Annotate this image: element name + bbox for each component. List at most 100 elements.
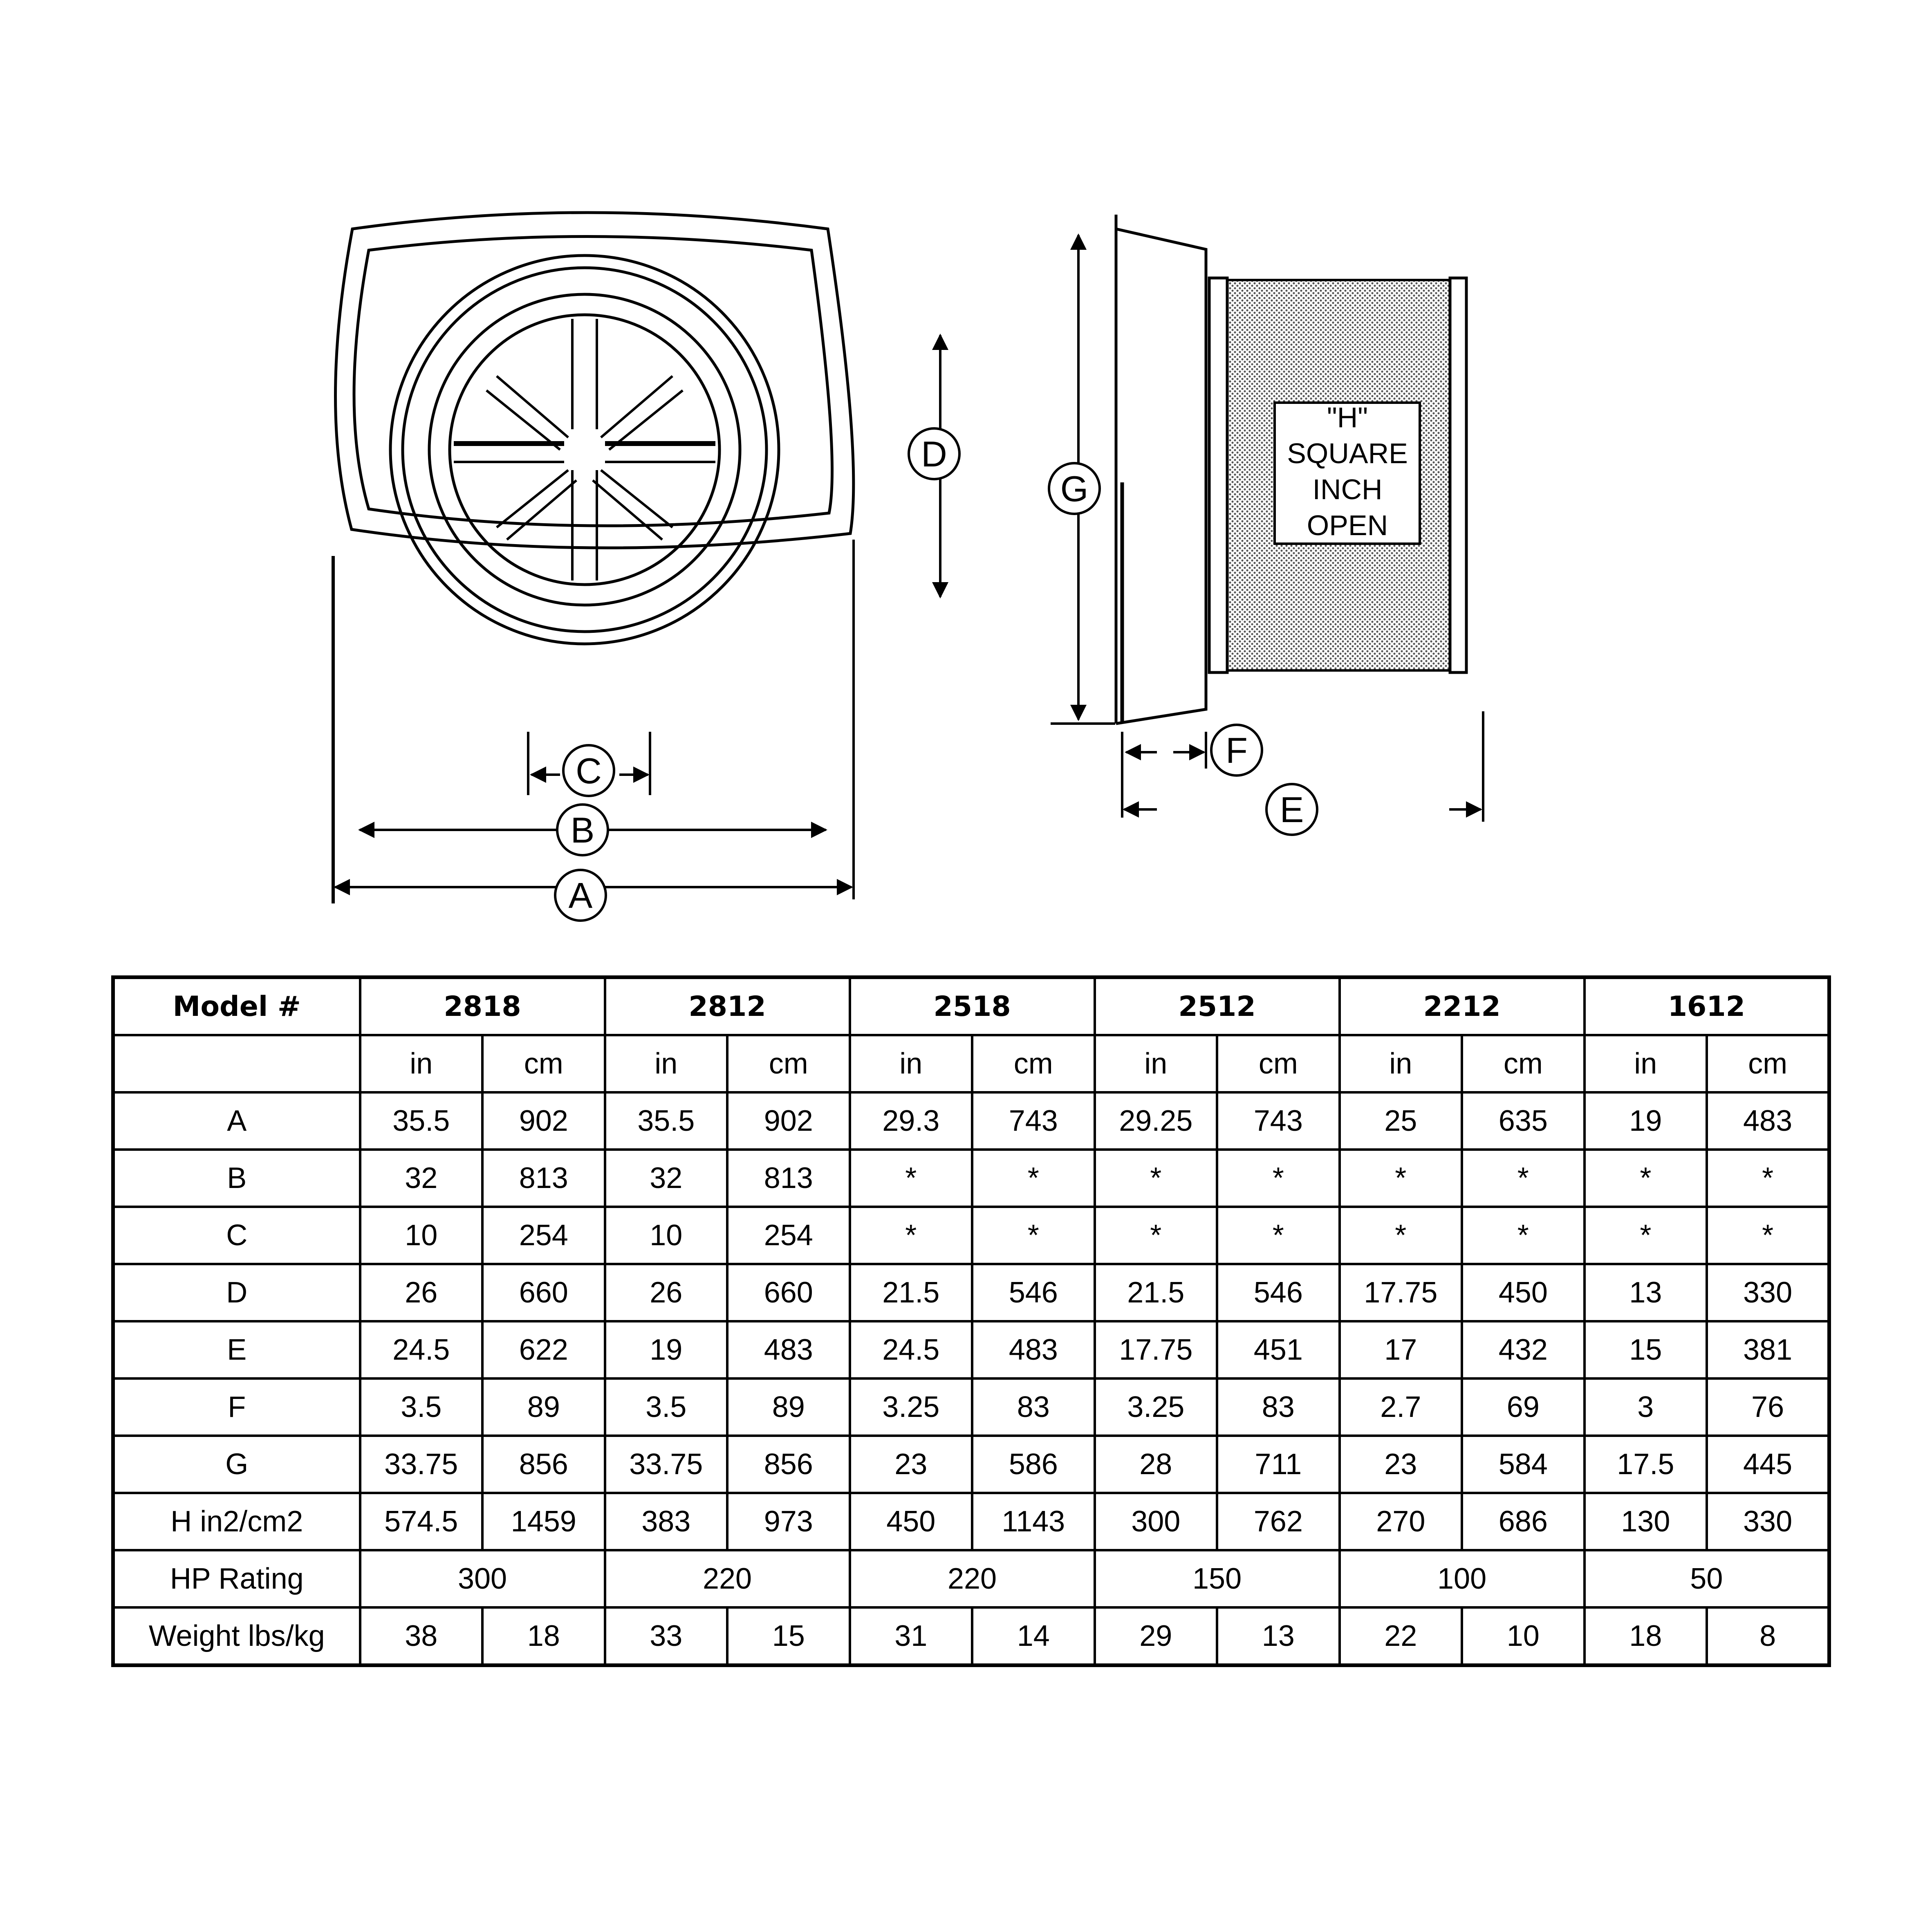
- open-area-text: "H" SQUARE INCH OPEN: [1287, 401, 1408, 541]
- weight-cell: 10: [1461, 1606, 1586, 1667]
- table-cell: 19: [603, 1320, 729, 1380]
- table-cell: 2.7: [1338, 1377, 1464, 1437]
- table-cell: *: [848, 1206, 974, 1265]
- outer-ring: [389, 254, 780, 645]
- table-cell: 686: [1461, 1492, 1586, 1551]
- wheel-rim-inner: [448, 313, 721, 586]
- table-cell: *: [1706, 1148, 1831, 1208]
- table-cell: 83: [971, 1377, 1096, 1437]
- table-cell: 973: [726, 1492, 851, 1551]
- model-header-label: Model #: [112, 976, 361, 1036]
- table-cell: 13: [1583, 1263, 1708, 1322]
- open-area-box: [1273, 401, 1421, 545]
- table-cell: 83: [1216, 1377, 1341, 1437]
- table-cell: 813: [726, 1148, 851, 1208]
- weight-cell: 22: [1338, 1606, 1464, 1667]
- unit-cell-in: in: [1583, 1034, 1708, 1094]
- table-cell: 29.3: [848, 1091, 974, 1151]
- table-cell: 3: [1583, 1377, 1708, 1437]
- unit-cell-in: in: [1338, 1034, 1464, 1094]
- model-header-2818: 2818: [359, 976, 606, 1036]
- table-cell: 17: [1338, 1320, 1464, 1380]
- table-cell: 381: [1706, 1320, 1831, 1380]
- dim-label-e: E: [1280, 789, 1304, 830]
- dim-label-g: G: [1060, 468, 1088, 509]
- table-cell: 254: [481, 1206, 606, 1265]
- table-cell: 69: [1461, 1377, 1586, 1437]
- unit-cell-in: in: [848, 1034, 974, 1094]
- row-label: A: [112, 1091, 361, 1151]
- table-cell: 3.25: [848, 1377, 974, 1437]
- table-cell: 330: [1706, 1263, 1831, 1322]
- table-cell: *: [971, 1148, 1096, 1208]
- table-cell: 660: [481, 1263, 606, 1322]
- table-cell: 546: [971, 1263, 1096, 1322]
- unit-cell-cm: cm: [726, 1034, 851, 1094]
- table-cell: 856: [481, 1434, 606, 1494]
- unit-cell-cm: cm: [1216, 1034, 1341, 1094]
- table-cell: *: [1706, 1206, 1831, 1265]
- front-outer-frame: [334, 211, 855, 549]
- dim-label-d: D: [921, 434, 947, 474]
- table-cell: 15: [1583, 1320, 1708, 1380]
- table-cell: 330: [1706, 1492, 1831, 1551]
- weight-cell: 8: [1706, 1606, 1831, 1667]
- table-cell: 89: [481, 1377, 606, 1437]
- front-view: [332, 211, 855, 903]
- model-header-2518: 2518: [848, 976, 1096, 1036]
- table-cell: 743: [971, 1091, 1096, 1151]
- dim-label-f: F: [1226, 730, 1248, 771]
- row-label: B: [112, 1148, 361, 1208]
- table-cell: 300: [1093, 1492, 1219, 1551]
- dim-label-b: B: [571, 810, 595, 850]
- table-cell: *: [1338, 1206, 1464, 1265]
- model-header-2212: 2212: [1338, 976, 1586, 1036]
- table-cell: 3.25: [1093, 1377, 1219, 1437]
- dim-label-c: C: [576, 751, 602, 791]
- row-label: G: [112, 1434, 361, 1494]
- table-cell: 383: [603, 1492, 729, 1551]
- table-cell: 445: [1706, 1434, 1831, 1494]
- table-cell: 432: [1461, 1320, 1586, 1380]
- unit-cell-cm: cm: [1706, 1034, 1831, 1094]
- front-inner-frame: [352, 235, 834, 527]
- weight-cell: 18: [481, 1606, 606, 1667]
- table-cell: *: [1583, 1148, 1708, 1208]
- weight-cell: 13: [1216, 1606, 1341, 1667]
- table-cell: 19: [1583, 1091, 1708, 1151]
- table-cell: *: [848, 1148, 974, 1208]
- table-cell: 483: [971, 1320, 1096, 1380]
- weight-cell: 38: [359, 1606, 484, 1667]
- table-cell: 21.5: [848, 1263, 974, 1322]
- table-cell: 660: [726, 1263, 851, 1322]
- unit-cell-in: in: [1093, 1034, 1219, 1094]
- row-label: C: [112, 1206, 361, 1265]
- unit-cell-cm: cm: [481, 1034, 606, 1094]
- front-dimension-labels: A B C D: [554, 427, 961, 922]
- table-cell: *: [1338, 1148, 1464, 1208]
- table-cell: 450: [1461, 1263, 1586, 1322]
- weight-cell: 31: [848, 1606, 974, 1667]
- side-dimension-labels: G F E: [1048, 462, 1318, 836]
- table-cell: 24.5: [359, 1320, 484, 1380]
- table-cell: 451: [1216, 1320, 1341, 1380]
- table-cell: 450: [848, 1492, 974, 1551]
- row-label: E: [112, 1320, 361, 1380]
- table-cell: 584: [1461, 1434, 1586, 1494]
- table-cell: 10: [603, 1206, 729, 1265]
- table-cell: 21.5: [1093, 1263, 1219, 1322]
- hp-rating-cell: 50: [1583, 1549, 1831, 1609]
- table-cell: 35.5: [359, 1091, 484, 1151]
- table-cell: 28: [1093, 1434, 1219, 1494]
- weight-cell: 29: [1093, 1606, 1219, 1667]
- row-label: F: [112, 1377, 361, 1437]
- open-label-line1: "H": [1327, 401, 1368, 433]
- table-cell: 25: [1338, 1091, 1464, 1151]
